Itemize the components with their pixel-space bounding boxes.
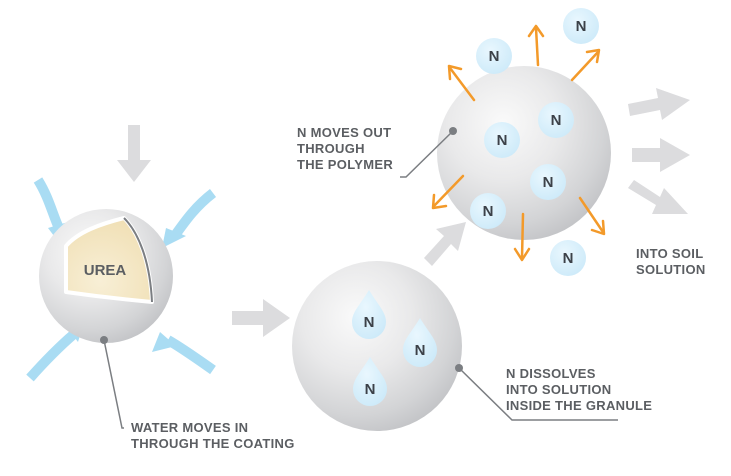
drop-shape — [352, 290, 386, 339]
bubble-shape — [563, 8, 599, 44]
nitrogen-symbol: N — [551, 112, 562, 129]
flow-arrow-to-release — [424, 222, 466, 266]
inflow-arrow-top — [117, 125, 151, 182]
release-arrowhead — [513, 247, 531, 262]
nitrogen-drop: N — [353, 357, 387, 406]
bubble-shape — [484, 122, 520, 158]
nitrogen-drop: N — [352, 290, 386, 339]
nitrogen-bubble: N — [530, 164, 566, 200]
nitrogen-bubbles: N N N N N N N — [470, 8, 599, 276]
release-arrowhead — [527, 24, 545, 38]
release-arrowhead — [431, 193, 448, 210]
caption-line: THE POLYMER — [297, 157, 394, 172]
release-arrowhead — [447, 64, 463, 81]
soil-arrow-lower — [628, 180, 688, 214]
water-arrowhead-top-right — [162, 228, 186, 248]
release-arrows — [431, 24, 606, 262]
granule-release: N N N N N N N — [400, 8, 611, 276]
caption-n-moves-out: N MOVES OUT THROUGH THE POLYMER — [297, 125, 393, 173]
water-arrow-top-right — [171, 189, 217, 237]
leader-line-dissolve — [458, 367, 618, 421]
bubble-shape — [550, 240, 586, 276]
caption-into-soil: INTO SOIL SOLUTION — [636, 246, 706, 278]
release-arrow — [448, 66, 476, 102]
drop-shape — [353, 357, 387, 406]
release-arrowhead — [585, 48, 601, 64]
caption-water-moves-in: WATER MOVES IN THROUGH THE COATING — [131, 420, 295, 452]
soil-arrow-middle — [632, 138, 690, 172]
water-arrow-bottom-right — [165, 335, 216, 375]
nitrogen-symbol: N — [364, 314, 375, 331]
water-arrow-top-left — [33, 177, 63, 228]
caption-line: N DISSOLVES — [506, 366, 596, 381]
nitrogen-bubble: N — [476, 38, 512, 74]
leader-line-water — [103, 339, 124, 429]
caption-line: THROUGH THE COATING — [131, 436, 295, 451]
urea-label: UREA — [84, 262, 127, 279]
release-arrow — [432, 174, 465, 208]
nitrogen-symbol: N — [576, 18, 587, 35]
nitrogen-symbol: N — [497, 132, 508, 149]
nitrogen-symbol: N — [365, 381, 376, 398]
dissolving-granule — [292, 261, 462, 431]
nitrogen-drop: N — [403, 318, 437, 367]
release-arrow — [534, 26, 540, 67]
caption-line: INTO SOIL — [636, 246, 704, 261]
bubble-shape — [470, 193, 506, 229]
soil-arrows — [628, 88, 690, 214]
granule-dissolving: N N N — [292, 261, 618, 431]
nitrogen-symbol: N — [489, 48, 500, 65]
nitrogen-symbol: N — [483, 203, 494, 220]
nitrogen-symbol: N — [543, 174, 554, 191]
release-arrowhead — [590, 219, 606, 236]
flow-arrow-to-dissolve — [232, 299, 290, 337]
caption-line: THROUGH — [297, 141, 365, 156]
leader-line-release — [400, 130, 454, 178]
bubble-shape — [538, 102, 574, 138]
nitrogen-bubble: N — [470, 193, 506, 229]
caption-line: WATER MOVES IN — [131, 420, 249, 435]
water-arrow-bottom-left — [26, 330, 78, 382]
drop-shape — [403, 318, 437, 367]
nitrogen-bubble: N — [550, 240, 586, 276]
water-arrowhead-bottom-right — [152, 332, 176, 352]
caption-n-dissolves: N DISSOLVES INTO SOLUTION INSIDE THE GRA… — [506, 366, 652, 414]
release-arrow — [520, 212, 525, 260]
nitrogen-bubble: N — [563, 8, 599, 44]
coating-cut-edge — [123, 217, 153, 303]
caption-line: INSIDE THE GRANULE — [506, 398, 653, 413]
bubble-shape — [530, 164, 566, 200]
caption-line: INTO SOLUTION — [506, 382, 612, 397]
nitrogen-bubble: N — [484, 122, 520, 158]
bubble-shape — [476, 38, 512, 74]
caption-line: N MOVES OUT — [297, 125, 392, 140]
soil-arrow-upper — [628, 88, 690, 120]
nitrogen-bubble: N — [538, 102, 574, 138]
release-arrow — [578, 196, 605, 234]
nitrogen-symbol: N — [563, 250, 574, 267]
granule-water-entry: UREA — [26, 125, 217, 429]
release-arrow — [570, 50, 600, 82]
nitrogen-symbol: N — [415, 342, 426, 359]
caption-line: SOLUTION — [636, 262, 706, 277]
